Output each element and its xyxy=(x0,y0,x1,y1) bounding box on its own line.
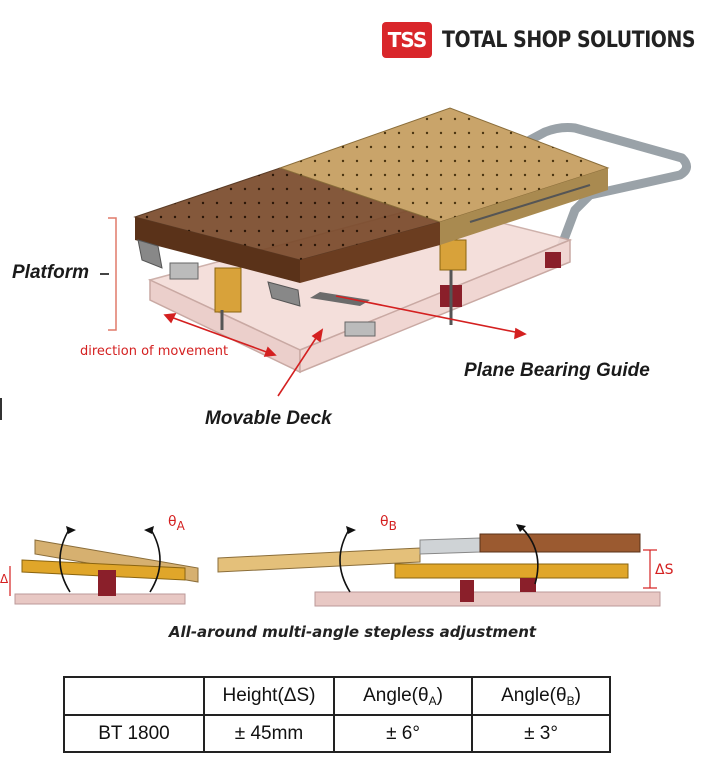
caption: All-around multi-angle stepless adjustme… xyxy=(168,623,537,641)
theta-b-label: θB xyxy=(380,514,397,533)
height-cell: ± 45mm xyxy=(203,714,335,753)
tss-badge: TSS xyxy=(382,22,432,58)
header-angle-a: Angle(θA) xyxy=(333,676,473,716)
model-cell: BT 1800 xyxy=(63,714,205,753)
side-view-theta-a xyxy=(9,526,199,605)
theta-a-label: θA xyxy=(168,514,185,533)
brand-logo: TSS TOTAL SHOP SOLUTIONS xyxy=(382,22,705,58)
center-jack xyxy=(439,239,467,271)
platform-label-tick xyxy=(100,273,109,275)
table-row: BT 1800 ± 45mm ± 6° ± 3° xyxy=(63,714,611,753)
rail-strip xyxy=(310,292,370,306)
header-empty xyxy=(63,676,205,716)
header-height: Height(ΔS) xyxy=(203,676,335,716)
annotation-arrows xyxy=(163,295,527,397)
direction-label: direction of movement xyxy=(80,344,229,359)
angle-a-cell: ± 6° xyxy=(333,714,473,753)
platform-dark-front xyxy=(135,217,300,283)
brand-name: TOTAL SHOP SOLUTIONS xyxy=(442,27,696,53)
device-illustration xyxy=(0,107,691,420)
clamp xyxy=(344,321,376,337)
delta-s-label: ΔS xyxy=(655,562,674,578)
movable-deck-label: Movable Deck xyxy=(205,408,332,429)
side-view-theta-b xyxy=(217,524,661,607)
handle-rail xyxy=(525,123,691,255)
angle-b-cell: ± 3° xyxy=(471,714,611,753)
platform-label: Platform xyxy=(12,262,90,283)
platform-bracket xyxy=(108,217,117,331)
spec-table-header: Height(ΔS) Angle(θA) Angle(θB) xyxy=(63,676,611,716)
plane-bearing-guide-label: Plane Bearing Guide xyxy=(464,360,650,381)
header-angle-b: Angle(θB) xyxy=(471,676,611,716)
spec-table: Height(ΔS) Angle(θA) Angle(θB) BT 1800 ±… xyxy=(63,676,611,753)
right-bearing xyxy=(545,252,561,268)
left-jack xyxy=(214,267,242,313)
side-view-diagrams xyxy=(9,524,661,607)
delta-s-left-label: ΔS xyxy=(0,572,8,586)
